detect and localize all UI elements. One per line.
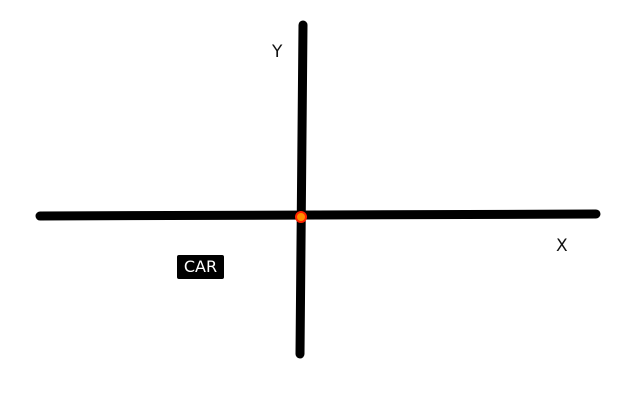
x-axis-label: X [556,236,568,256]
car-tag: CAR [177,255,224,279]
y-axis-line [295,20,308,359]
origin-dot [295,211,307,223]
x-axis-line [35,209,601,221]
y-axis-label: Y [272,42,283,62]
